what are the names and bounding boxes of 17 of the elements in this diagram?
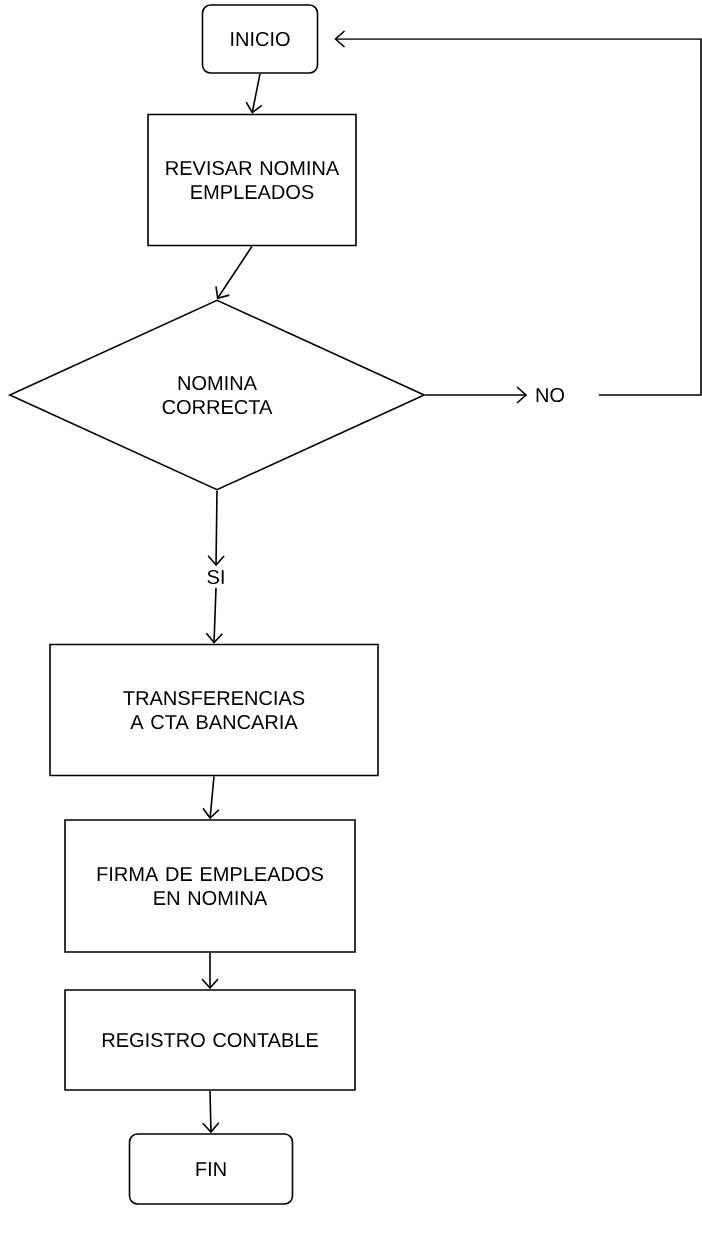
branch-label: NO xyxy=(536,387,565,403)
arrow xyxy=(334,30,702,396)
process-box: TRANSFERENCIAS A CTA BANCARIA xyxy=(49,643,379,777)
arrow xyxy=(201,952,219,990)
arrow xyxy=(201,1090,220,1134)
branch-label: SI xyxy=(207,569,224,585)
process-box: FIRMA DE EMPLEADOS EN NOMINA xyxy=(64,819,356,953)
arrow xyxy=(202,775,220,820)
arrow xyxy=(424,386,528,404)
arrow xyxy=(215,245,253,300)
process-box: REGISTRO CONTABLE xyxy=(64,989,356,1091)
terminal-box: FIN xyxy=(128,1133,294,1205)
arrow xyxy=(207,490,225,567)
terminal-box: INICIO xyxy=(201,4,319,74)
arrow xyxy=(205,587,224,644)
arrow xyxy=(245,73,263,114)
process-box: REVISAR NOMINA EMPLEADOS xyxy=(147,113,357,247)
